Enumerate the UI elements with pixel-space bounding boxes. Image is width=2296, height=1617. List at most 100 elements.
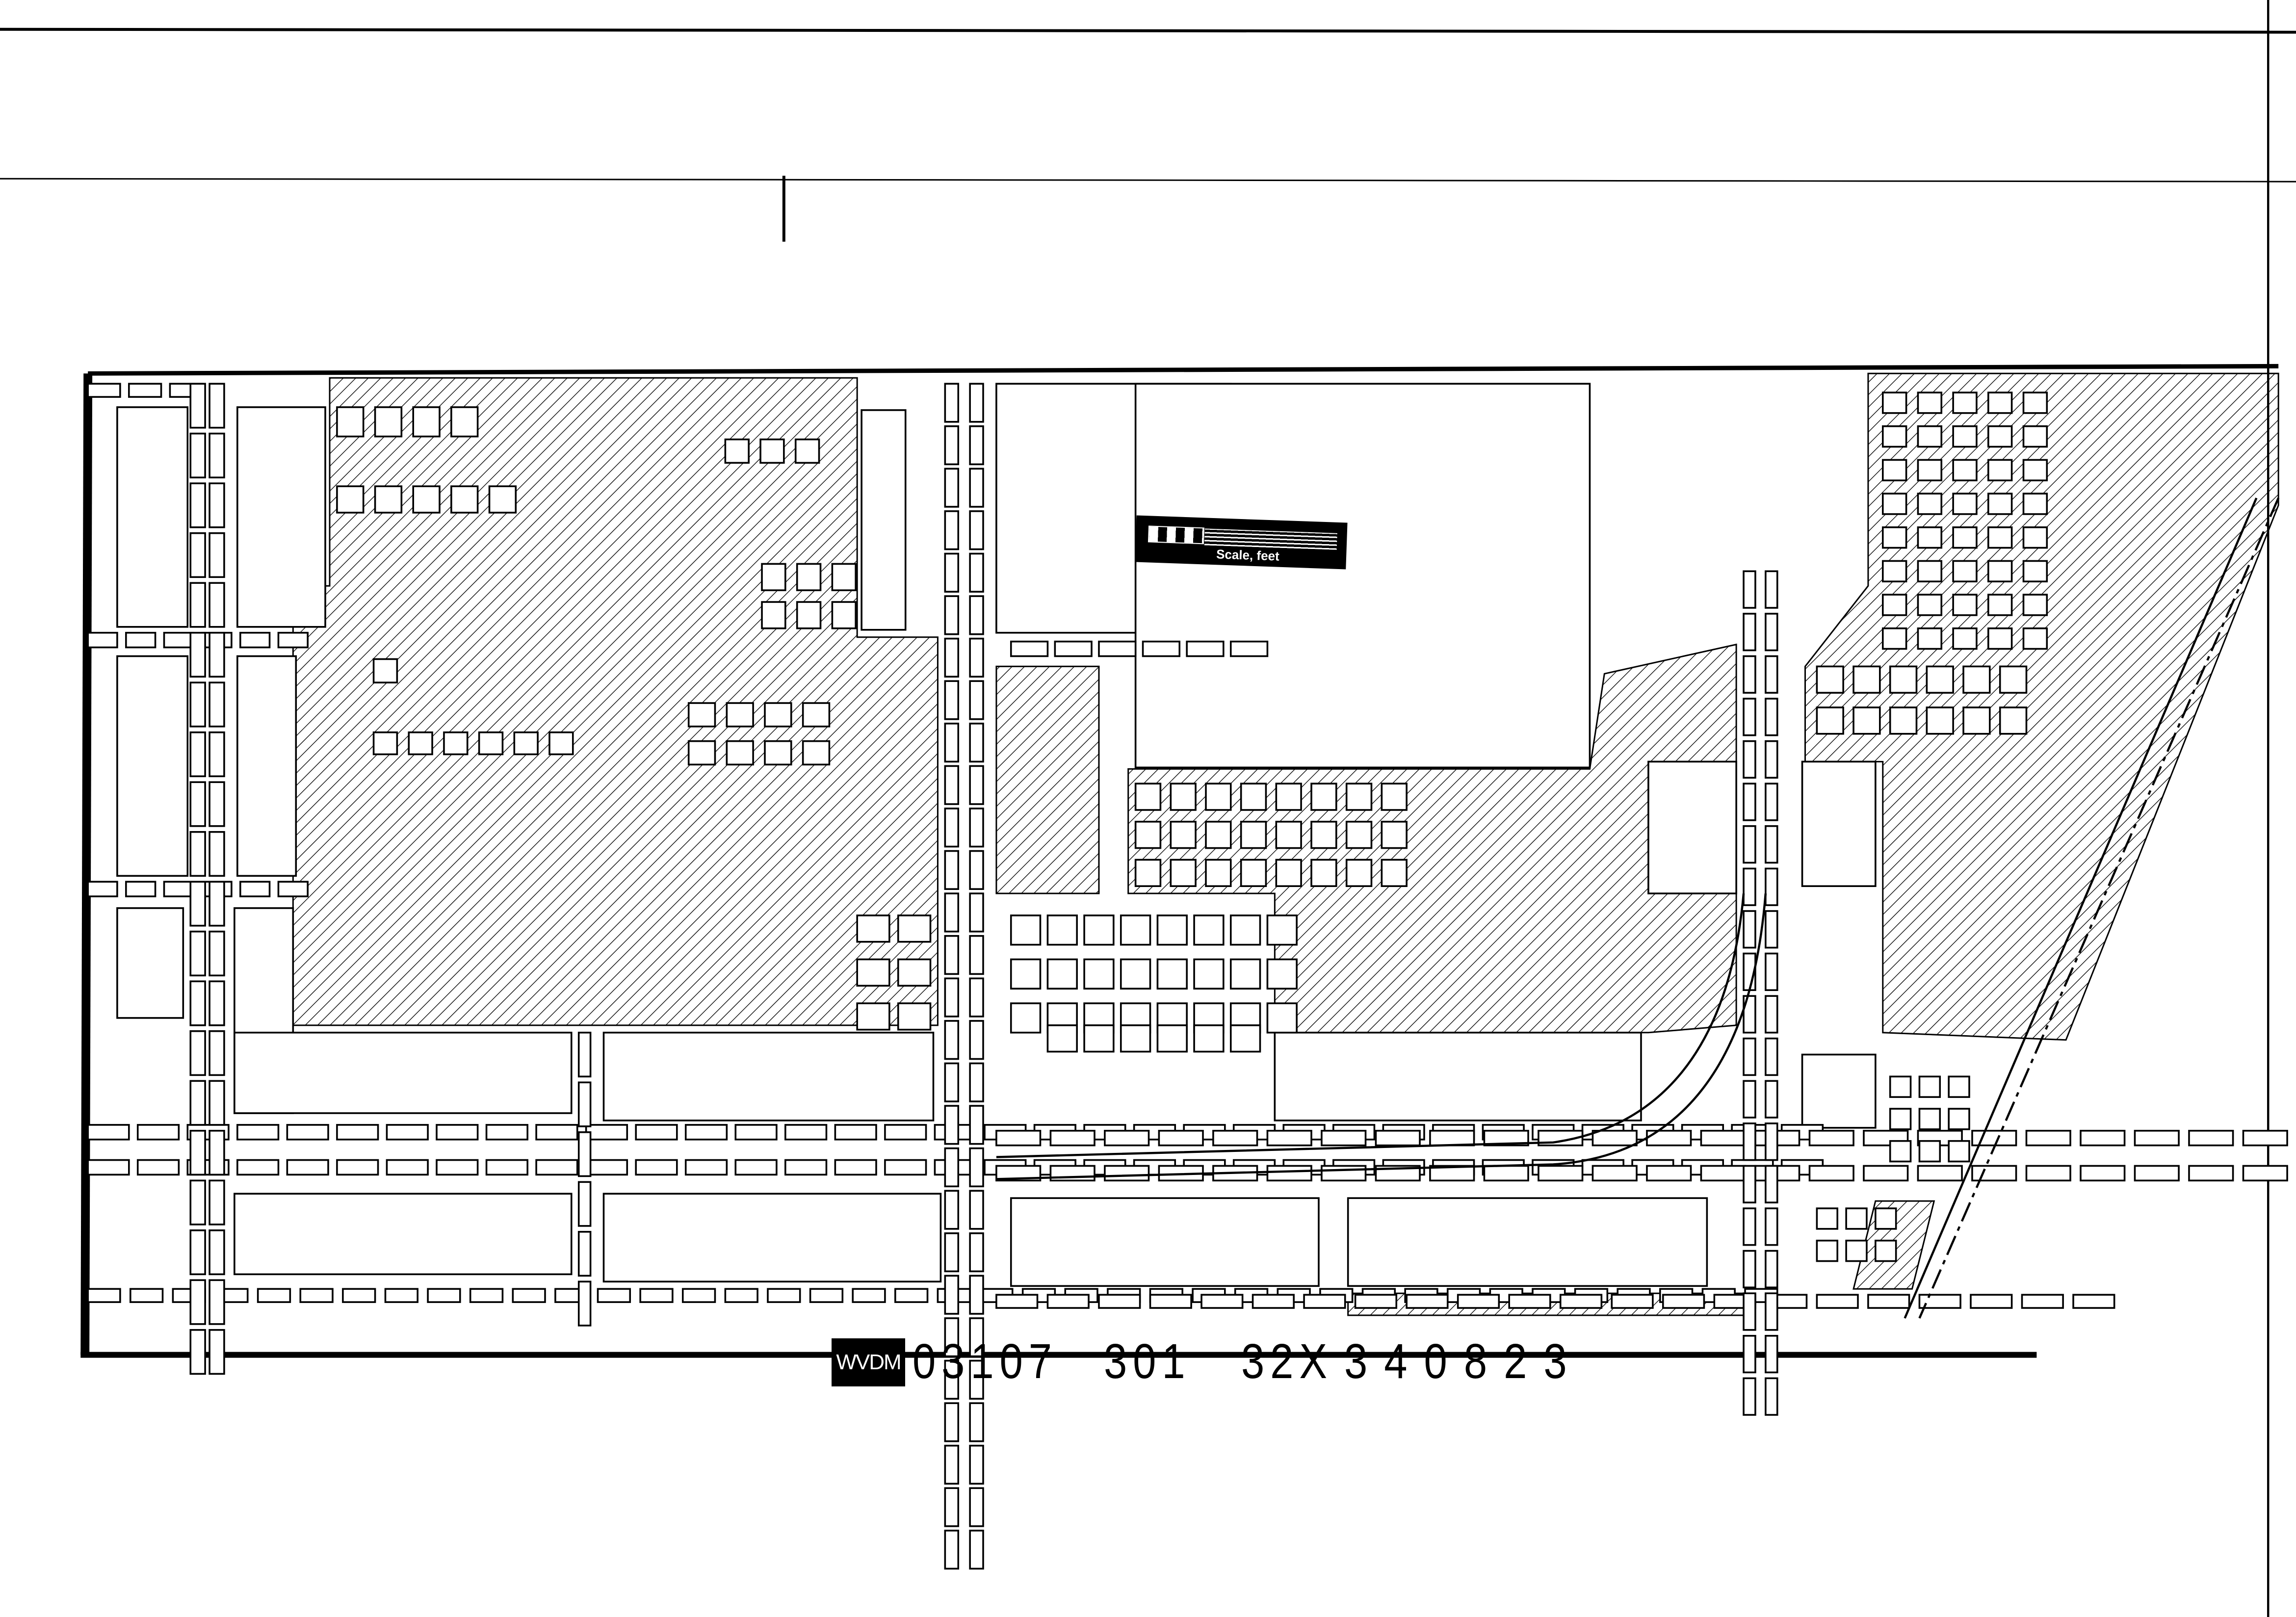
city-block bbox=[577, 1231, 592, 1277]
city-block bbox=[577, 1131, 592, 1177]
city-block bbox=[995, 1130, 1042, 1147]
city-block bbox=[189, 532, 206, 578]
city-block bbox=[1765, 1292, 1778, 1331]
city-block bbox=[1889, 1108, 1912, 1130]
city-block bbox=[469, 1288, 504, 1303]
city-block bbox=[1205, 859, 1232, 887]
city-block bbox=[969, 850, 984, 890]
archive-prefix: WVDM bbox=[832, 1338, 905, 1386]
city-block bbox=[944, 1530, 960, 1570]
city-block bbox=[1917, 627, 1943, 650]
code-part-2: 301 bbox=[1104, 1334, 1191, 1389]
city-block bbox=[1205, 782, 1232, 811]
city-block bbox=[2072, 1294, 2115, 1309]
rail-line bbox=[996, 497, 2280, 1319]
city-block bbox=[2022, 425, 2048, 448]
city-block bbox=[944, 1020, 960, 1060]
city-block bbox=[1098, 640, 1137, 657]
city-block bbox=[1999, 665, 2028, 694]
city-block bbox=[894, 1288, 929, 1303]
city-block bbox=[1429, 1165, 1475, 1182]
city-block bbox=[1310, 821, 1337, 849]
city-block bbox=[1193, 914, 1225, 946]
city-block bbox=[1987, 560, 2013, 583]
city-block bbox=[856, 1002, 890, 1031]
city-block bbox=[1170, 821, 1197, 849]
city-block bbox=[209, 1179, 225, 1226]
city-block bbox=[944, 977, 960, 1017]
city-block bbox=[2242, 1130, 2288, 1147]
city-block bbox=[1987, 493, 2013, 515]
city-block bbox=[1917, 425, 1943, 448]
city-block bbox=[1917, 493, 1943, 515]
city-block bbox=[724, 438, 750, 464]
city-block bbox=[969, 1232, 984, 1273]
city-block bbox=[1881, 594, 1907, 616]
city-block bbox=[1881, 526, 1907, 549]
city-block bbox=[969, 1487, 984, 1527]
city-block bbox=[944, 892, 960, 933]
city-block bbox=[384, 1288, 418, 1303]
hatched-zone-west bbox=[292, 377, 939, 1026]
city-block bbox=[2022, 493, 2048, 515]
city-block bbox=[2188, 1165, 2234, 1182]
city-block bbox=[535, 1124, 578, 1141]
city-block bbox=[1765, 1207, 1778, 1246]
city-block bbox=[116, 655, 189, 877]
city-block bbox=[1743, 1250, 1756, 1289]
city-block bbox=[1881, 493, 1907, 515]
city-block bbox=[209, 831, 225, 877]
city-blocks bbox=[87, 383, 2288, 1570]
city-block bbox=[2022, 594, 2048, 616]
city-block bbox=[1158, 1130, 1204, 1147]
city-block bbox=[189, 681, 206, 728]
city-block bbox=[1801, 760, 1877, 887]
city-block bbox=[1229, 640, 1269, 657]
city-block bbox=[209, 980, 225, 1026]
city-block bbox=[189, 1329, 206, 1375]
city-block bbox=[1765, 613, 1778, 652]
city-block bbox=[209, 1229, 225, 1276]
city-block bbox=[1200, 1294, 1244, 1309]
city-block bbox=[512, 1288, 546, 1303]
city-block bbox=[759, 438, 785, 464]
city-block bbox=[2021, 1294, 2064, 1309]
city-block bbox=[1743, 740, 1756, 779]
city-block bbox=[944, 680, 960, 720]
city-block bbox=[189, 1030, 206, 1076]
city-block bbox=[189, 1080, 206, 1126]
city-block bbox=[1971, 1165, 2017, 1182]
city-block bbox=[1240, 782, 1267, 811]
city-block bbox=[128, 383, 162, 398]
city-block bbox=[1881, 459, 1907, 482]
city-block bbox=[1457, 1294, 1500, 1309]
city-block bbox=[1952, 560, 1978, 583]
city-block bbox=[2134, 1130, 2180, 1147]
city-block bbox=[1881, 391, 1907, 414]
city-block bbox=[234, 1193, 573, 1276]
city-block bbox=[1765, 910, 1778, 949]
city-block bbox=[374, 406, 403, 438]
city-block bbox=[884, 1124, 927, 1141]
city-block bbox=[1134, 859, 1162, 887]
city-block bbox=[1881, 425, 1907, 448]
city-block bbox=[1205, 821, 1232, 849]
city-block bbox=[944, 1190, 960, 1230]
city-block bbox=[236, 1159, 280, 1176]
city-block bbox=[585, 1159, 628, 1176]
city-block bbox=[1743, 1292, 1756, 1331]
city-block bbox=[1104, 1165, 1150, 1182]
city-block bbox=[125, 881, 157, 897]
city-block bbox=[687, 740, 716, 766]
city-block bbox=[897, 914, 932, 943]
city-block bbox=[1266, 1002, 1298, 1034]
city-block bbox=[374, 485, 403, 514]
city-block bbox=[856, 914, 890, 943]
city-block bbox=[1266, 914, 1298, 946]
city-block bbox=[1987, 627, 2013, 650]
city-block bbox=[189, 1179, 206, 1226]
city-block bbox=[1845, 1239, 1868, 1262]
city-block bbox=[944, 723, 960, 763]
city-block bbox=[1266, 1130, 1312, 1147]
